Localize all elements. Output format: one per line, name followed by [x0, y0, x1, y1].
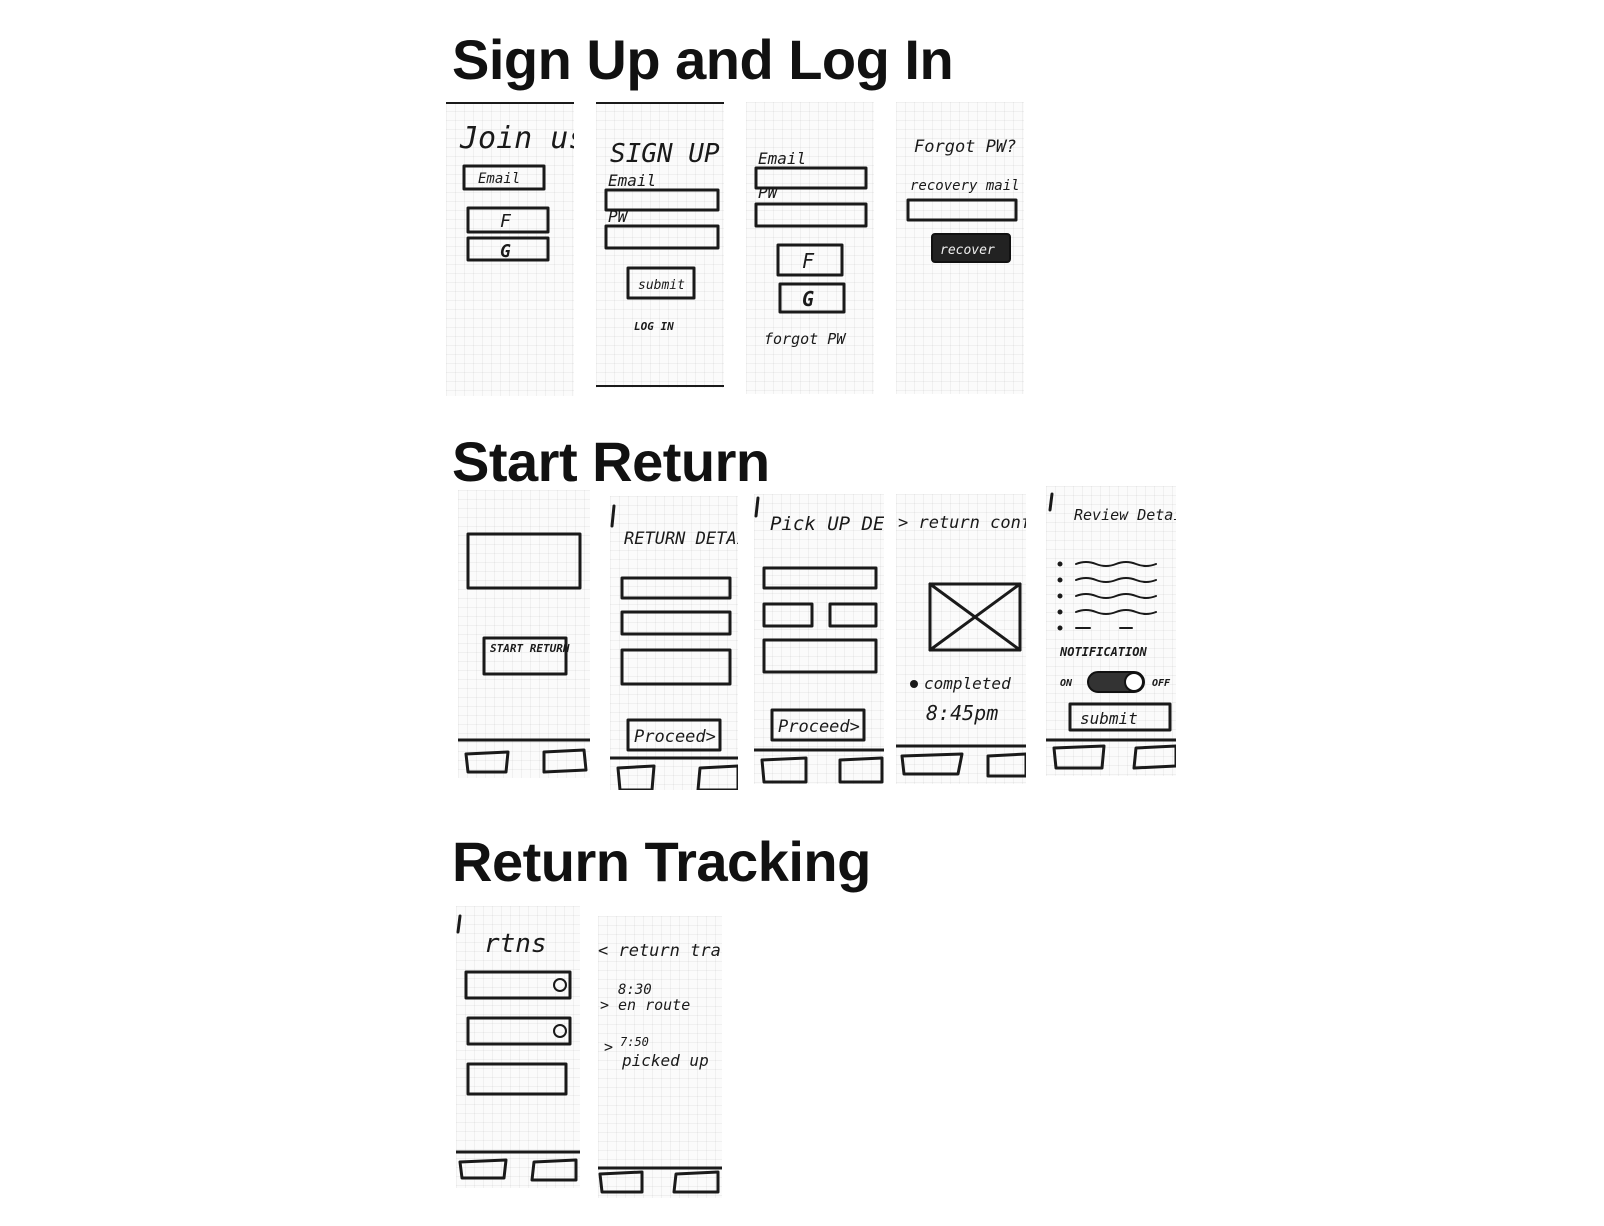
- svg-text:> return confirmation: > return confirmation: [898, 513, 1026, 533]
- svg-text:rtns: rtns: [484, 929, 547, 959]
- svg-text:recovery mail: recovery mail: [910, 178, 1020, 194]
- svg-text:SIGN UP: SIGN UP: [610, 139, 720, 169]
- svg-text:G: G: [802, 287, 814, 311]
- section-title-start-return: Start Return: [452, 430, 770, 493]
- svg-text:recover: recover: [940, 243, 995, 258]
- svg-text:PW: PW: [758, 183, 779, 202]
- sketch-return-details: RETURN DETAILS Proceed>: [610, 496, 738, 790]
- svg-text:>: >: [604, 1038, 613, 1056]
- svg-text:F: F: [500, 211, 512, 232]
- svg-text:< return tracking: < return tracking: [598, 941, 722, 961]
- svg-text:Email: Email: [758, 149, 806, 168]
- sketch-review-details: Review Details NOTIFICATION ON OFF submi…: [1046, 486, 1176, 776]
- svg-text:Proceed>: Proceed>: [634, 727, 716, 747]
- sketch-return-tracking: < return tracking 8:30 > en route > 7:50…: [598, 916, 722, 1198]
- sketch-sign-up: SIGN UP Email PW submit LOG IN: [596, 102, 724, 388]
- sketch-start-return: START RETURN: [458, 490, 590, 778]
- svg-text:8:30: 8:30: [618, 982, 652, 998]
- svg-text:START RETURN: START RETURN: [490, 642, 570, 655]
- svg-text:RETURN DETAILS: RETURN DETAILS: [624, 529, 738, 549]
- sketch-pick-up-details: Pick UP DETAILS Proceed>: [754, 494, 884, 784]
- svg-text:NOTIFICATION: NOTIFICATION: [1059, 645, 1147, 659]
- sketch-forgot-pw: Forgot PW? recovery mail recover: [896, 102, 1024, 394]
- svg-text:Proceed>: Proceed>: [778, 717, 860, 737]
- section-title-sign-up: Sign Up and Log In: [452, 28, 954, 91]
- sketch-log-in: Email PW F G forgot PW: [746, 102, 874, 394]
- svg-text:Pick UP DETAILS: Pick UP DETAILS: [770, 513, 884, 535]
- svg-text:forgot PW: forgot PW: [764, 330, 847, 348]
- svg-text:submit: submit: [1080, 709, 1138, 728]
- section-title-return-tracking: Return Tracking: [452, 830, 871, 893]
- svg-text:en route: en route: [618, 996, 690, 1014]
- sketch-return-confirmation: > return confirmation completed 8:45pm: [896, 494, 1026, 784]
- svg-text:picked up: picked up: [621, 1051, 709, 1070]
- svg-text:>: >: [600, 996, 609, 1014]
- svg-text:ON: ON: [1060, 678, 1073, 689]
- sketch-join-us: Join us Email F G: [446, 102, 574, 396]
- svg-text:PW: PW: [608, 207, 629, 226]
- svg-text:F: F: [802, 249, 815, 273]
- svg-text:Email: Email: [478, 171, 520, 187]
- svg-text:OFF: OFF: [1152, 678, 1171, 689]
- svg-text:Email: Email: [608, 171, 656, 190]
- svg-text:Forgot PW?: Forgot PW?: [914, 137, 1016, 157]
- svg-text:8:45pm: 8:45pm: [926, 701, 998, 725]
- svg-text:G: G: [500, 241, 511, 262]
- svg-text:submit: submit: [638, 278, 685, 293]
- svg-text:completed: completed: [924, 674, 1011, 693]
- svg-text:7:50: 7:50: [620, 1035, 649, 1049]
- svg-text:LOG IN: LOG IN: [634, 320, 674, 333]
- svg-text:Review Details: Review Details: [1074, 506, 1176, 524]
- join-us-title: Join us: [459, 121, 574, 156]
- sketch-returns-list: rtns: [456, 906, 580, 1188]
